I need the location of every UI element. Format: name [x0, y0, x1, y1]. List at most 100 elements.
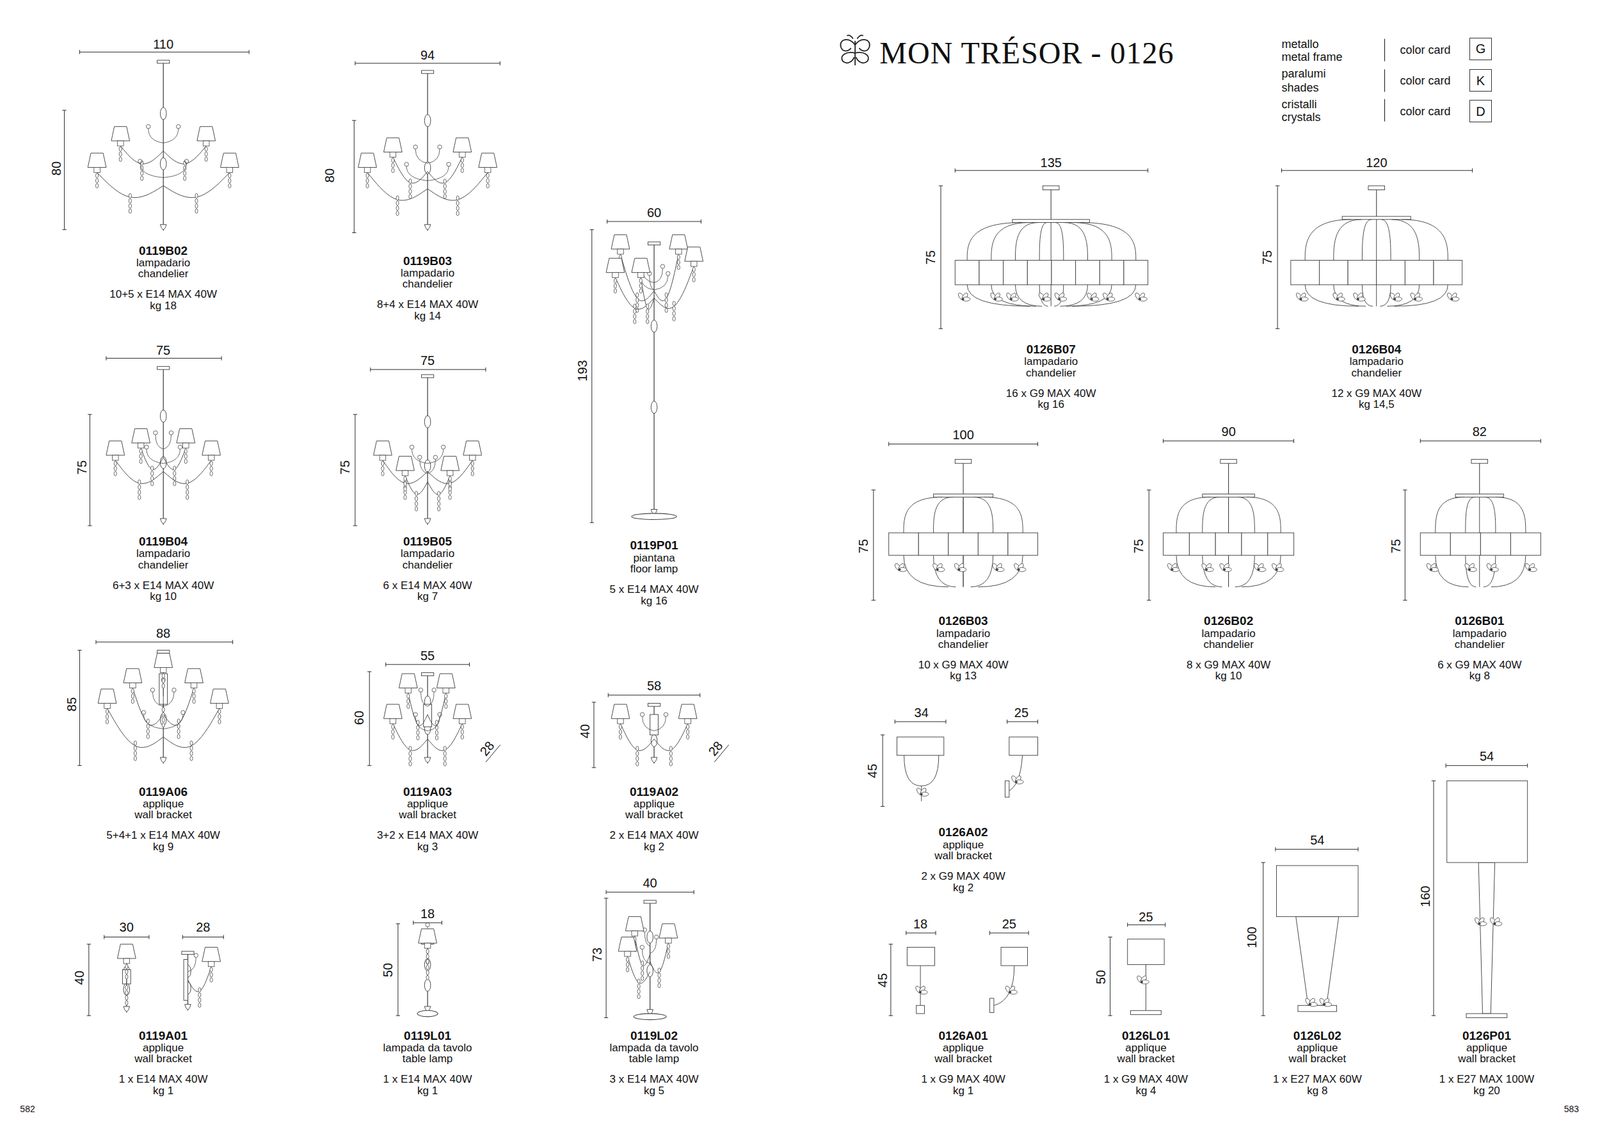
- dimension-value: 28: [477, 738, 497, 758]
- crystal-drop: [128, 208, 132, 214]
- dimension-value: 94: [420, 48, 435, 62]
- lamp-shade: [453, 137, 472, 152]
- crystal-drop: [618, 734, 622, 740]
- product-name: chandelier: [1203, 638, 1254, 650]
- frame-arm: [1381, 219, 1392, 261]
- dimension-line: [385, 662, 470, 667]
- lamp-arm: [615, 277, 655, 310]
- stem-vase: [650, 734, 658, 747]
- crystal-center: [1090, 297, 1094, 301]
- product-spec: 1 x G9 MAX 40W: [1104, 1073, 1188, 1085]
- crystal-drop: [666, 948, 670, 953]
- dimension-line: [894, 719, 946, 724]
- scroll-arm: [144, 714, 164, 729]
- crystal-petal: [1393, 296, 1403, 301]
- canopy: [1471, 458, 1488, 463]
- dimension-line: [1007, 719, 1039, 724]
- rod: [1479, 463, 1480, 495]
- lamp-arm: [120, 145, 164, 164]
- frame-arm: [933, 496, 953, 533]
- candle-cup: [104, 702, 111, 708]
- scroll-curl: [150, 688, 155, 692]
- crystal-drop: [218, 719, 221, 724]
- candle-cup: [129, 682, 137, 688]
- crystal-drop: [414, 506, 418, 511]
- drum-shade: [1376, 260, 1406, 285]
- product-spec: 1 x G9 MAX 40W: [920, 1073, 1005, 1085]
- crystal-drop: [672, 316, 676, 321]
- product-code: 0119P01: [629, 538, 678, 552]
- crystal-drop: [218, 709, 221, 714]
- crystal-petal: [1275, 567, 1284, 571]
- crystal-petal: [1478, 921, 1487, 926]
- product-code: 0119A03: [403, 784, 452, 797]
- lamp-shade: [202, 440, 221, 456]
- scroll-curl: [141, 710, 146, 715]
- crystal-drop: [636, 292, 639, 297]
- lamp-shade: [111, 126, 130, 141]
- crystal-drop: [408, 178, 412, 184]
- crystal-drop: [637, 993, 640, 999]
- frame-arm: [1435, 554, 1469, 587]
- lamp-stem: [1296, 916, 1339, 1006]
- logo-body: [846, 35, 864, 66]
- product-code: 0119A01: [138, 1028, 188, 1041]
- drum-shade: [1189, 532, 1216, 555]
- frame-arm: [1435, 496, 1465, 533]
- lamp-arm: [132, 688, 164, 726]
- scroll-arm: [140, 163, 164, 178]
- dimension-value: 110: [152, 37, 174, 51]
- crystal-center: [1323, 1002, 1327, 1006]
- crystal-drop: [96, 178, 99, 184]
- product-name: wall bracket: [934, 1052, 992, 1064]
- product-name: chandelier: [1454, 638, 1505, 650]
- crystal-drop: [186, 494, 189, 500]
- dimension-line: [87, 944, 91, 1016]
- dimension-line: [106, 355, 222, 360]
- product-code: 0126B03: [938, 614, 989, 627]
- crystal-drop: [426, 958, 429, 964]
- dimension-line: [607, 219, 702, 224]
- canopy: [421, 672, 434, 676]
- crystal-drop: [486, 173, 489, 178]
- canopy: [647, 241, 660, 246]
- product-name: chandelier: [402, 558, 453, 570]
- crystal-drop: [391, 158, 395, 163]
- lamp-drawing: [1163, 458, 1295, 587]
- stem: [426, 377, 428, 525]
- dimension-line: [604, 897, 608, 1018]
- canopy: [954, 458, 972, 463]
- lamp-arm: [654, 266, 694, 308]
- crystal-drop: [443, 755, 447, 761]
- crystal-drop: [138, 479, 141, 484]
- candle-cup: [112, 455, 119, 461]
- scroll-arm: [415, 149, 428, 164]
- crystal-drop: [639, 278, 642, 283]
- product-spec: kg 2: [643, 840, 665, 852]
- canopy: [421, 374, 434, 378]
- frame-arm: [904, 755, 939, 802]
- candle-cup: [624, 951, 632, 957]
- crystal-drop: [125, 1000, 128, 1005]
- crystal-drop: [190, 745, 193, 751]
- stem-vase: [650, 320, 658, 333]
- crystal-drop: [677, 264, 680, 270]
- lamp-shade: [625, 916, 644, 931]
- frame-arm: [1379, 284, 1391, 306]
- lamp-shade: [87, 152, 107, 168]
- product-spec: kg 1: [952, 1084, 974, 1096]
- crystal-petal: [1058, 296, 1067, 301]
- crystal-drop: [198, 997, 201, 1002]
- candle-cup: [446, 470, 454, 476]
- crystal-drop: [228, 183, 232, 189]
- crystal-drop: [161, 707, 165, 712]
- crystal-drop: [692, 277, 696, 282]
- stem-vase: [650, 401, 658, 414]
- logo-wing: [855, 39, 870, 63]
- product-name: applique: [942, 838, 984, 850]
- product-name: table lamp: [402, 1052, 453, 1064]
- candle-cup: [208, 961, 215, 967]
- frame-arm: [1237, 496, 1256, 533]
- crystal-petal: [994, 296, 1003, 301]
- lamp-arm: [634, 935, 651, 966]
